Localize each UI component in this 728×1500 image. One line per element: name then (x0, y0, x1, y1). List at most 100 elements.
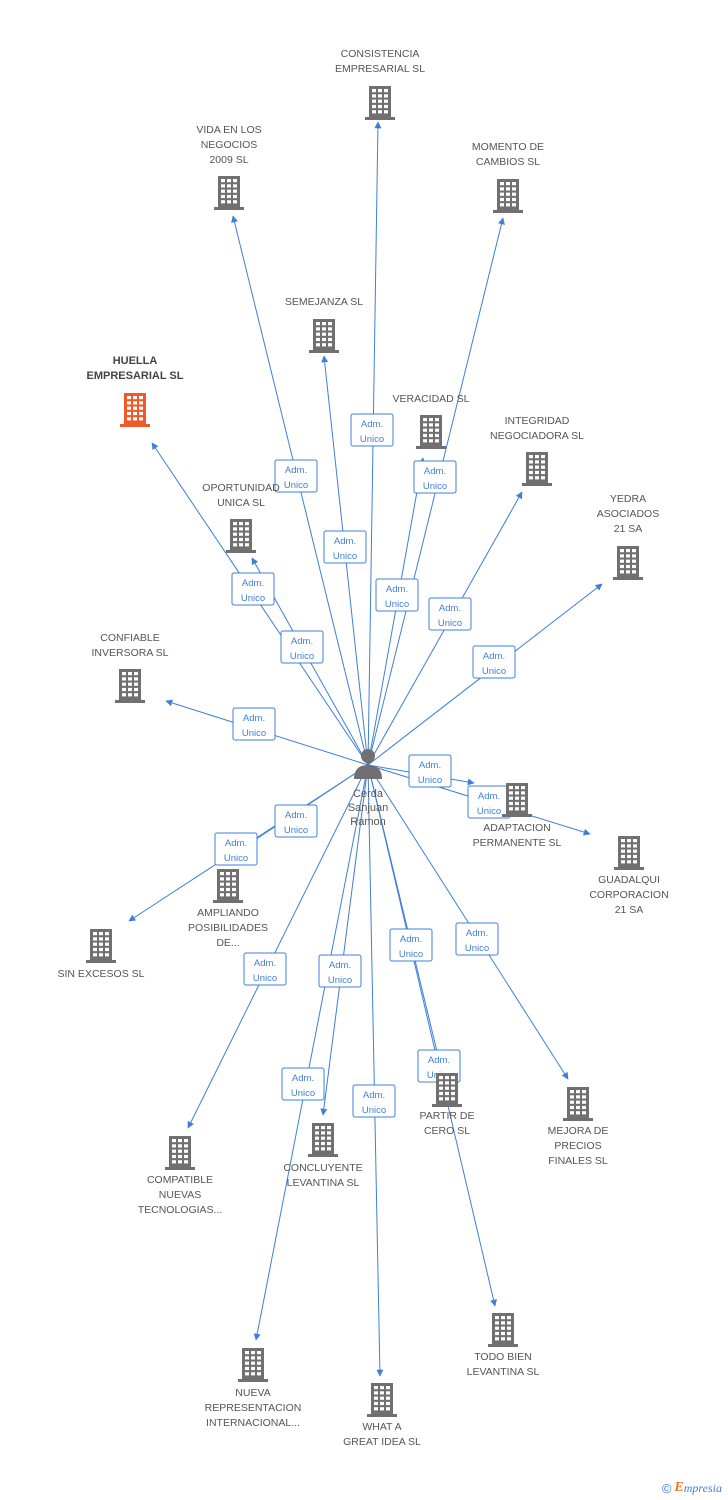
edge-label-text: Adm. (361, 419, 383, 430)
person-icon (354, 749, 382, 779)
edge-label-text: Unico (284, 480, 308, 491)
building-icon (432, 1073, 462, 1107)
building-icon (488, 1313, 518, 1347)
company-label: PERMANENTE SL (473, 837, 562, 849)
company-label: CORPORACION (589, 889, 668, 901)
company-node-todobien[interactable]: TODO BIEN LEVANTINA SL (467, 1313, 540, 1378)
edge-label-text: Adm. (285, 465, 307, 476)
person-label: Ramon (350, 816, 385, 828)
edge-label-momento: Adm.Unico (413, 460, 457, 494)
edge-label-text: Adm. (478, 791, 500, 802)
company-node-sinexcesos[interactable]: SIN EXCESOS SL (58, 929, 145, 980)
company-label: SEMEJANZA SL (285, 296, 363, 308)
edge-label-text: Unico (328, 975, 352, 986)
edge-label-adaptacion: Adm.Unico (408, 754, 452, 788)
building-icon (213, 869, 243, 903)
company-label: YEDRA (610, 493, 646, 505)
edge-label-text: Adm. (466, 928, 488, 939)
company-label: HUELLA (113, 355, 158, 367)
edge-label-text: Unico (242, 728, 266, 739)
edge-label-consistencia: Adm.Unico (350, 413, 394, 447)
building-icon (165, 1136, 195, 1170)
company-label: LEVANTINA SL (287, 1177, 360, 1189)
edge-todobien (367, 764, 497, 1307)
edge-label-compatible: Adm.Unico (243, 952, 287, 986)
edge-label-partir: Adm.Unico (389, 928, 433, 962)
building-icon (226, 519, 256, 553)
edge-label-text: Adm. (291, 636, 313, 647)
edge-label-integridad: Adm.Unico (428, 597, 472, 631)
company-label: LEVANTINA SL (467, 1366, 540, 1378)
company-label: UNICA SL (217, 497, 265, 509)
company-label: FINALES SL (548, 1155, 608, 1167)
company-label: TECNOLOGIAS... (138, 1204, 223, 1216)
building-icon (614, 836, 644, 870)
company-label: COMPATIBLE (147, 1174, 213, 1186)
company-node-compatible[interactable]: COMPATIBLENUEVASTECNOLOGIAS... (138, 1136, 223, 1216)
company-label: CONCLUYENTE (283, 1162, 362, 1174)
edge-label-text: Unico (385, 599, 409, 610)
edge-label-text: Unico (241, 593, 265, 604)
edge-label-text: Unico (438, 618, 462, 629)
company-node-ampliando[interactable]: AMPLIANDOPOSIBILIDADESDE... (188, 869, 268, 949)
company-label: CERO SL (424, 1125, 470, 1137)
company-node-veracidad[interactable]: VERACIDAD SL (392, 393, 470, 449)
edge-label-text: Adm. (285, 810, 307, 821)
edges-layer (128, 121, 603, 1377)
edge-label-text: Unico (333, 551, 357, 562)
company-node-nueva[interactable]: NUEVAREPRESENTACIONINTERNACIONAL... (205, 1348, 302, 1429)
edge-label-yedra: Adm.Unico (472, 645, 516, 679)
company-label: INTERNACIONAL... (206, 1417, 300, 1429)
edge-label-text: Adm. (419, 760, 441, 771)
company-label: 21 SA (614, 523, 643, 535)
building-icon (502, 783, 532, 817)
edge-label-text: Adm. (242, 578, 264, 589)
building-icon (120, 393, 150, 427)
edge-label-text: Adm. (400, 934, 422, 945)
edge-label-concluyente: Adm.Unico (318, 954, 362, 988)
edge-label-text: Adm. (386, 584, 408, 595)
company-label: MEJORA DE (548, 1125, 609, 1137)
company-label: SIN EXCESOS SL (58, 968, 145, 980)
edge-label-oportunidad: Adm. Unico (280, 630, 324, 664)
company-label: GREAT IDEA SL (343, 1436, 421, 1448)
company-node-adaptacion[interactable]: ADAPTACION PERMANENTE SL (473, 783, 562, 849)
company-label: OPORTUNIDAD (202, 482, 280, 494)
company-label: ADAPTACION (483, 822, 550, 834)
person-label: Sanjuan (348, 802, 388, 814)
edge-label-text: Unico (290, 651, 314, 662)
building-icon (416, 415, 446, 449)
company-node-semejanza[interactable]: SEMEJANZA SL (285, 296, 363, 353)
company-label: CONSISTENCIA (341, 48, 420, 60)
company-label: TODO BIEN (474, 1351, 532, 1363)
brand-initial: E (674, 1480, 684, 1495)
edge-label-nueva: Adm.Unico (281, 1067, 325, 1101)
company-node-oportunidad[interactable]: OPORTUNIDAD UNICA SL (202, 482, 280, 553)
company-label: INTEGRIDAD (505, 415, 570, 427)
edge-label-mejora: Adm.Unico (455, 922, 499, 956)
edge-label-sinexcesos: Adm.Unico (214, 832, 258, 866)
company-label: AMPLIANDO (197, 907, 259, 919)
edge-label-text: Adm. (225, 838, 247, 849)
company-label: VERACIDAD SL (392, 393, 469, 405)
building-icon (238, 1348, 268, 1382)
edge-compatible (187, 764, 369, 1129)
edge-label-text: Adm. (254, 958, 276, 969)
edge-label-text: Unico (482, 666, 506, 677)
edge-label-text: Adm. (363, 1090, 385, 1101)
company-node-concluyente[interactable]: CONCLUYENTE LEVANTINA SL (283, 1123, 363, 1189)
